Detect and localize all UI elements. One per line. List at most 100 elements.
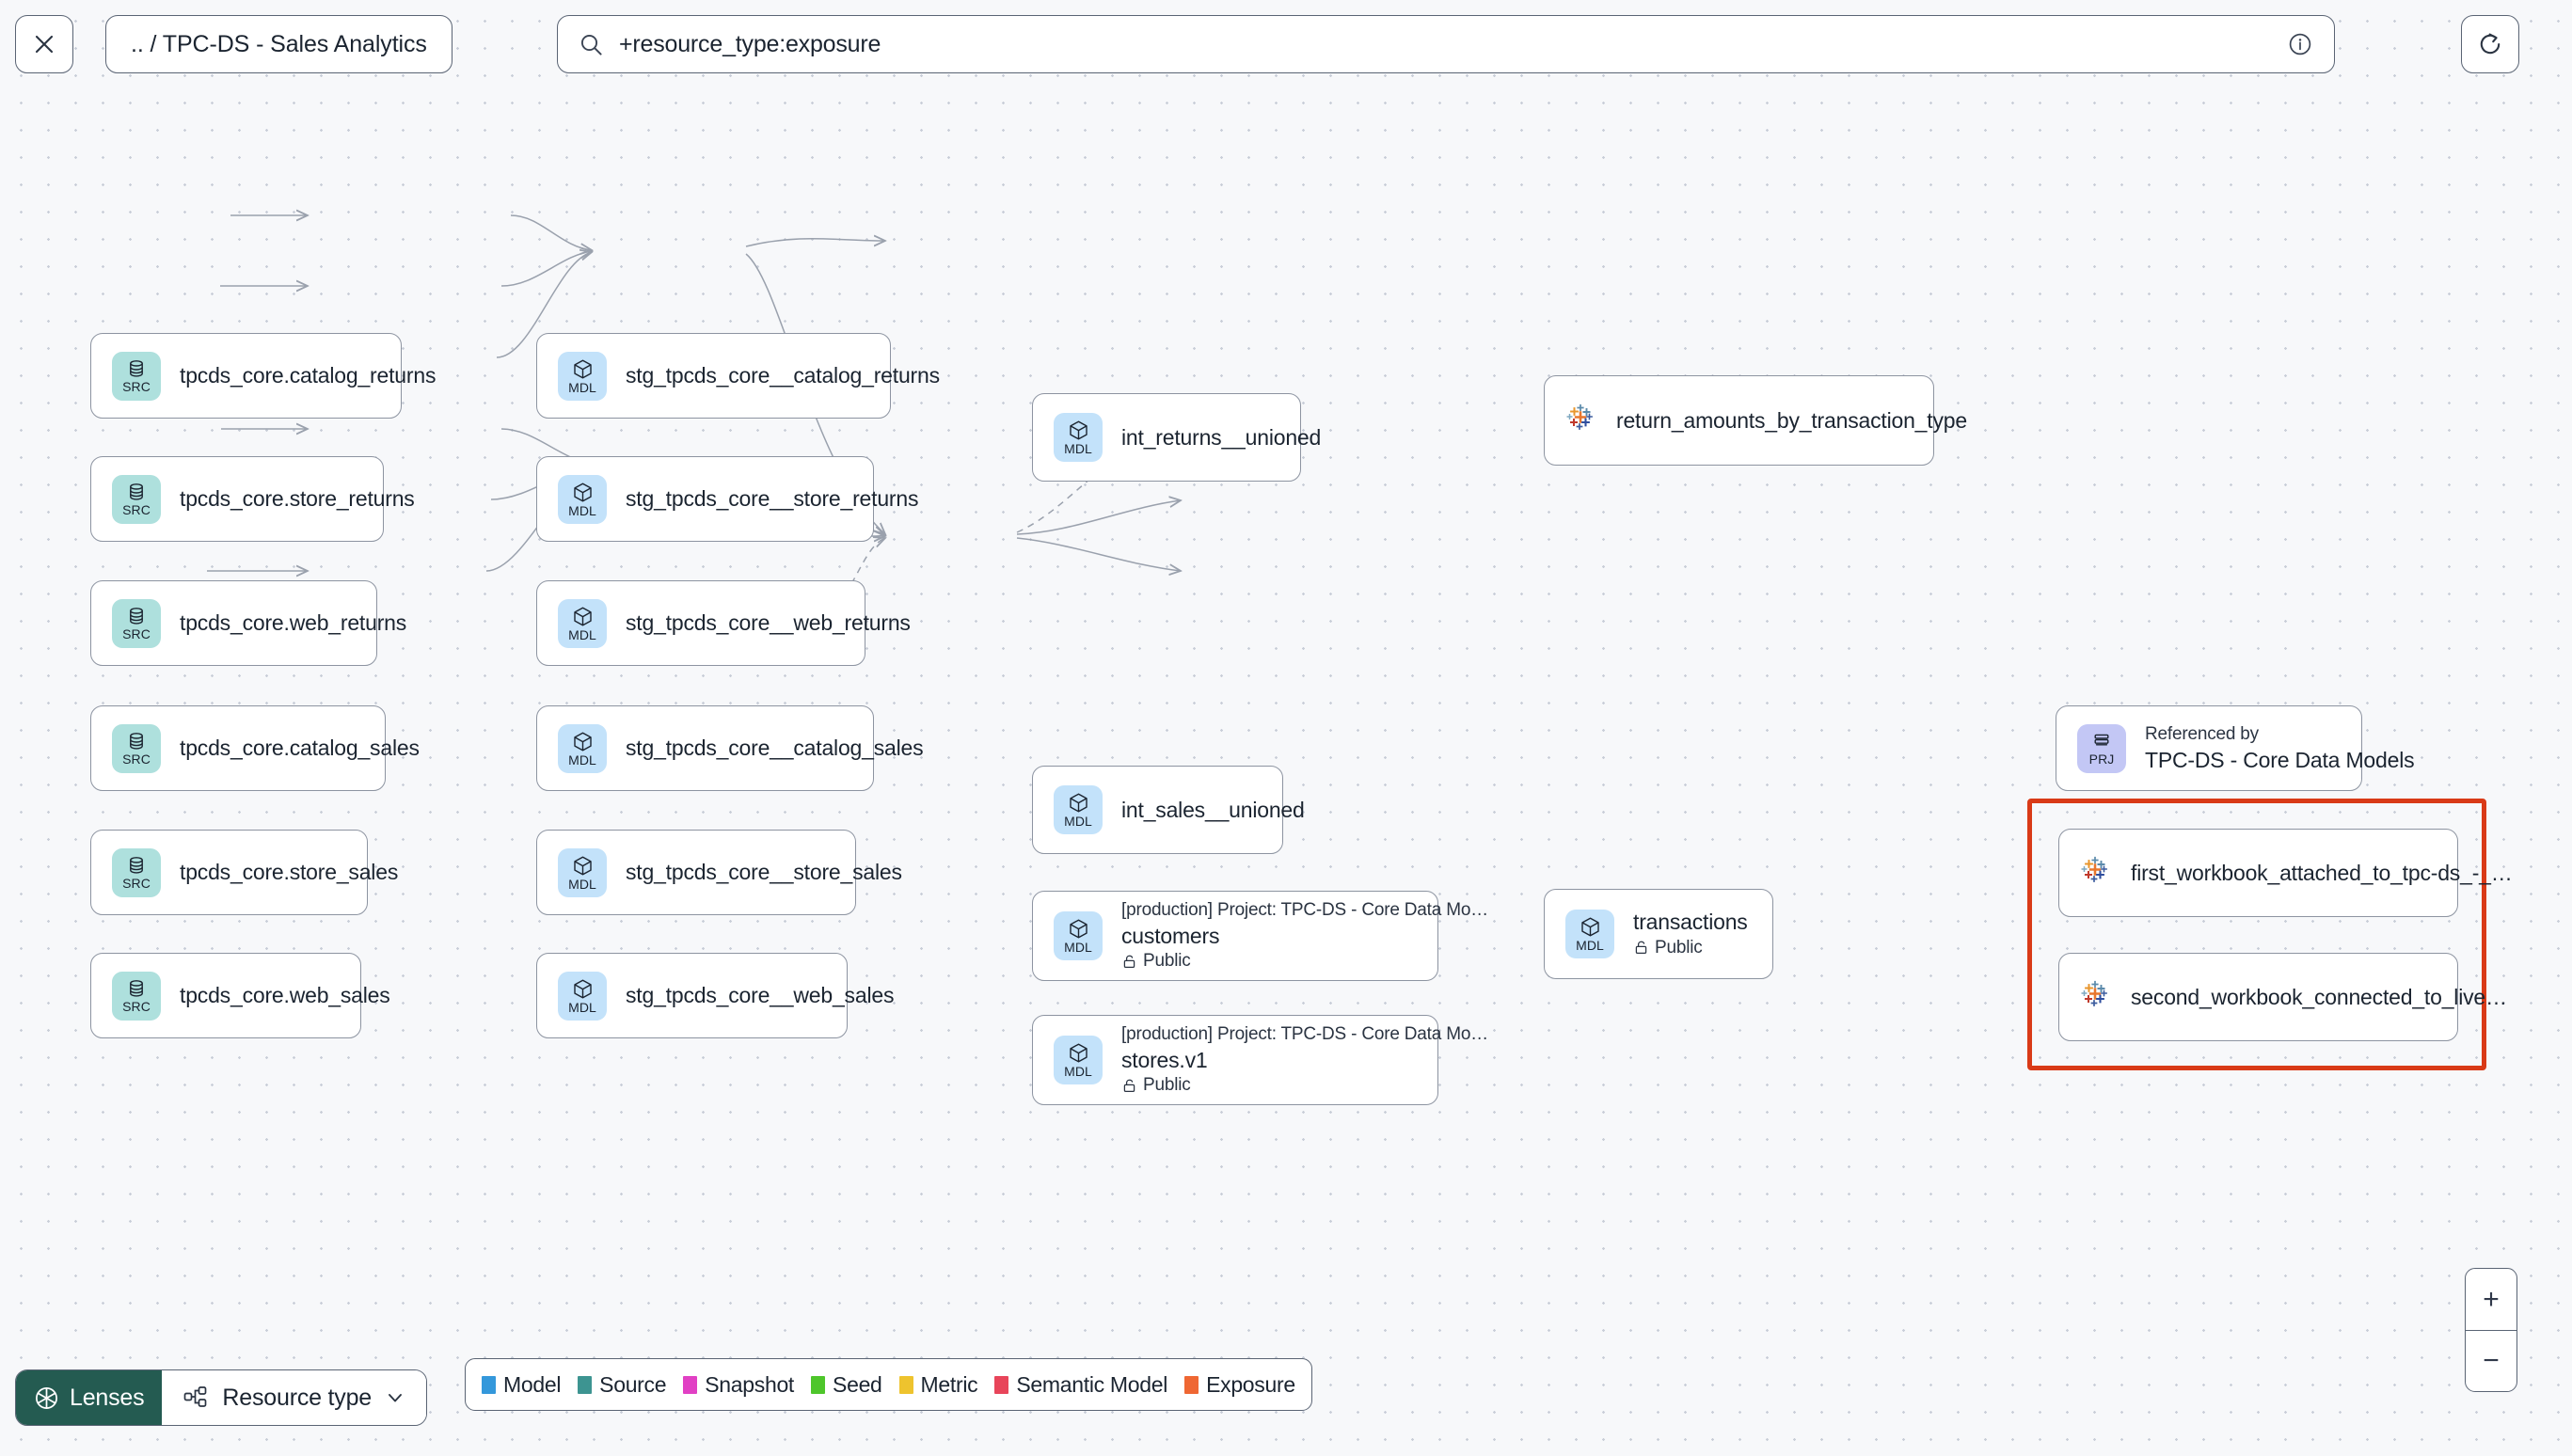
project-type-chip: PRJ	[2077, 723, 2126, 773]
cube-icon	[572, 855, 594, 877]
legend-color-swatch	[482, 1375, 496, 1394]
search-bar[interactable]	[557, 15, 2335, 73]
node-title: stg_tpcds_core__catalog_sales	[626, 736, 924, 761]
node-body: tpcds_core.catalog_sales	[180, 735, 420, 762]
zoom-out-button[interactable]: −	[2466, 1330, 2516, 1391]
legend-item-semantic-model[interactable]: Semantic Model	[994, 1372, 1167, 1398]
node-body: transactions Public	[1633, 909, 1748, 959]
legend-label: Exposure	[1206, 1371, 1295, 1397]
chip-code: SRC	[122, 626, 151, 641]
legend-color-swatch	[898, 1375, 913, 1394]
node-body: tpcds_core.store_sales	[180, 859, 399, 886]
search-icon	[579, 32, 604, 57]
info-circle-icon[interactable]	[2287, 31, 2313, 57]
refresh-button[interactable]	[2461, 15, 2519, 73]
legend-color-swatch	[1184, 1375, 1199, 1394]
database-icon	[126, 731, 147, 752]
chip-code: MDL	[568, 502, 596, 518]
database-icon	[126, 606, 147, 626]
resource-type-dropdown[interactable]: Resource type	[162, 1370, 427, 1425]
node-body: [production] Project: TPC-DS - Core Data…	[1121, 1022, 1488, 1098]
breadcrumb[interactable]: .. / TPC-DS - Sales Analytics	[105, 15, 452, 73]
refresh-icon	[2480, 33, 2501, 55]
zoom-in-button[interactable]: +	[2466, 1269, 2516, 1330]
legend-item-seed[interactable]: Seed	[811, 1372, 882, 1398]
unlock-icon	[1121, 954, 1137, 970]
search-input[interactable]	[619, 30, 2278, 58]
graph-node-src_web_sales[interactable]: SRC tpcds_core.web_sales	[90, 953, 390, 1038]
chip-code: MDL	[1576, 938, 1604, 953]
model-type-chip: MDL	[1054, 413, 1103, 462]
lenses-label: Lenses	[70, 1384, 145, 1411]
node-body: tpcds_core.catalog_returns	[180, 362, 436, 389]
node-body: tpcds_core.web_returns	[180, 609, 406, 637]
cube-icon	[1068, 1042, 1089, 1064]
graph-node-first_workbook[interactable]: first_workbook_attached_to_tpc-ds_-_…	[2058, 829, 2513, 917]
database-icon	[126, 358, 147, 379]
graph-node-stg_catalog_sales[interactable]: MDL stg_tpcds_core__catalog_sales	[536, 705, 924, 791]
graph-node-transactions[interactable]: MDL transactions Public	[1544, 889, 1773, 979]
graph-node-customers[interactable]: MDL[production] Project: TPC-DS - Core D…	[1032, 891, 1488, 981]
node-body: tpcds_core.web_sales	[180, 982, 390, 1009]
graph-node-src_catalog_sales[interactable]: SRC tpcds_core.catalog_sales	[90, 705, 420, 791]
node-title: customers	[1121, 923, 1220, 948]
chip-code: SRC	[122, 999, 151, 1014]
node-title: transactions	[1633, 909, 1748, 934]
node-subtitle: [production] Project: TPC-DS - Core Data…	[1121, 899, 1488, 920]
node-body: second_workbook_connected_to_live…	[2131, 984, 2507, 1011]
graph-node-src_web_returns[interactable]: SRC tpcds_core.web_returns	[90, 580, 406, 666]
unlock-icon	[1121, 1078, 1137, 1094]
model-type-chip: MDL	[558, 971, 607, 1021]
model-type-chip: MDL	[558, 723, 607, 773]
cube-icon	[572, 358, 594, 380]
close-button[interactable]	[15, 15, 73, 73]
graph-node-return_amounts[interactable]: return_amounts_by_transaction_type	[1544, 375, 1967, 466]
graph-node-stores_v1[interactable]: MDL[production] Project: TPC-DS - Core D…	[1032, 1015, 1488, 1105]
legend-item-model[interactable]: Model	[482, 1372, 561, 1398]
node-subtitle: [production] Project: TPC-DS - Core Data…	[1121, 1023, 1488, 1044]
model-type-chip: MDL	[558, 847, 607, 897]
cube-icon	[1580, 916, 1601, 938]
model-type-chip: MDL	[558, 598, 607, 648]
chip-code: MDL	[1064, 814, 1092, 829]
chip-code: SRC	[122, 502, 151, 517]
node-title: tpcds_core.store_sales	[180, 860, 399, 885]
node-title: first_workbook_attached_to_tpc-ds_-_…	[2131, 860, 2513, 885]
legend-item-exposure[interactable]: Exposure	[1184, 1372, 1295, 1398]
hierarchy-icon	[183, 1385, 209, 1411]
tableau-icon	[2080, 856, 2110, 891]
source-type-chip: SRC	[112, 723, 161, 773]
visibility-label: Public	[1655, 937, 1703, 957]
node-body: stg_tpcds_core__catalog_sales	[626, 735, 924, 762]
node-title: second_workbook_connected_to_live…	[2131, 984, 2507, 1009]
breadcrumb-label: .. / TPC-DS - Sales Analytics	[131, 30, 427, 57]
database-icon	[126, 482, 147, 502]
legend-item-snapshot[interactable]: Snapshot	[683, 1372, 794, 1398]
graph-node-int_sales_unioned[interactable]: MDL int_sales__unioned	[1032, 766, 1305, 854]
minus-icon: −	[2483, 1345, 2500, 1376]
node-body: int_sales__unioned	[1121, 797, 1305, 824]
node-visibility-badge: Public	[1121, 1073, 1417, 1098]
lenses-button[interactable]: Lenses	[16, 1370, 163, 1425]
legend-color-swatch	[994, 1375, 1009, 1394]
graph-node-second_workbook[interactable]: second_workbook_connected_to_live…	[2058, 953, 2507, 1041]
node-title: tpcds_core.web_sales	[180, 983, 390, 1008]
legend-color-swatch	[683, 1375, 698, 1394]
node-title: stores.v1	[1121, 1047, 1208, 1072]
legend-item-source[interactable]: Source	[578, 1372, 667, 1398]
cube-icon	[572, 731, 594, 752]
legend-item-metric[interactable]: Metric	[898, 1372, 978, 1398]
